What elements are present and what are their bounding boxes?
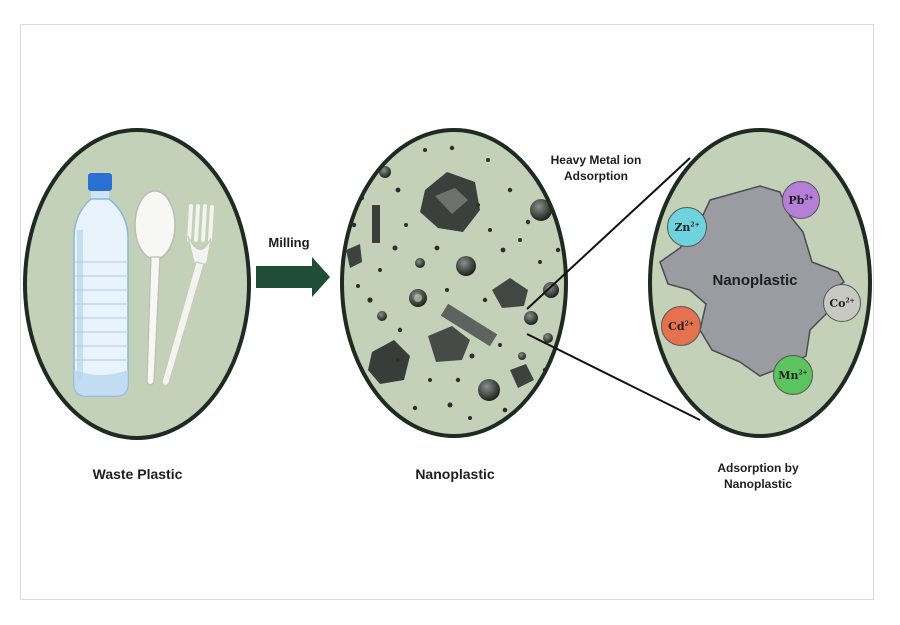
adsorption-caption-line-2: Nanoplastic [723,477,792,491]
ion-symbol: Zn [674,220,691,234]
waste-plastic-circle [23,128,251,440]
ion-pb: Pb2+ [782,181,820,219]
ion-symbol: Cd [668,319,685,333]
milling-label: Milling [268,235,310,250]
ion-mn: Mn2+ [773,355,813,395]
ion-symbol: Co [829,296,846,310]
zoom-connector-lines [526,157,701,421]
ion-co: Co2+ [823,284,861,322]
nanoplastic-caption: Nanoplastic [415,466,495,482]
milling-arrow-icon [256,257,330,297]
ion-symbol: Mn [778,368,799,382]
heavy-metal-line-1: Heavy Metal ion [550,153,642,167]
ion-cd: Cd2+ [661,306,701,346]
nanoplastic-blob-label: Nanoplastic [712,272,798,289]
adsorption-caption: Adsorption by Nanoplastic [680,460,836,492]
ion-zn: Zn2+ [667,207,707,247]
heavy-metal-line-2: Adsorption [564,169,628,183]
heavy-metal-label: Heavy Metal ion Adsorption [526,152,666,184]
ion-charge: 2+ [690,220,700,228]
ion-charge: 2+ [804,193,814,201]
ion-charge: 2+ [845,296,855,304]
ion-charge: 2+ [798,368,808,376]
adsorption-caption-line-1: Adsorption by [717,461,799,475]
ion-charge: 2+ [684,319,694,327]
nanoplastic-particles-circle [340,128,568,438]
figure-frame [20,24,874,600]
spoon-icon [134,190,176,386]
bottle-icon [73,173,129,397]
waste-plastic-caption: Waste Plastic [92,466,183,482]
fork-icon [161,204,214,386]
ion-symbol: Pb [788,193,805,207]
particle-cluster [346,145,561,420]
